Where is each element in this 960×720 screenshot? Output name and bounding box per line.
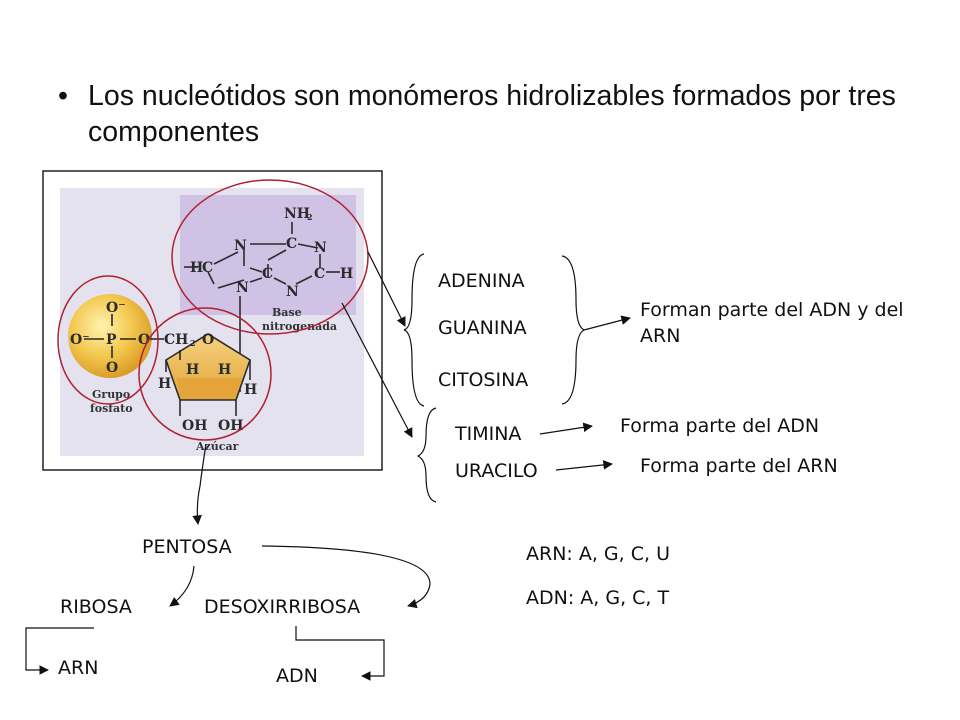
atom-h-c: H xyxy=(218,362,231,378)
atom-o-ring: O xyxy=(202,332,214,348)
note-adn-bases: ADN: A, G, C, T xyxy=(526,587,670,609)
base-circle xyxy=(171,179,369,335)
brace-group2 xyxy=(416,407,437,503)
atom-nh2-sub: 2 xyxy=(307,212,313,222)
arrow-pentosa-to-ribosa xyxy=(169,565,195,607)
atom-o-right: O xyxy=(138,332,150,348)
atom-n4: N xyxy=(286,284,299,300)
phosphate-circle xyxy=(57,275,159,405)
atom-n1: N xyxy=(234,238,247,254)
brace-group1-left xyxy=(403,253,425,407)
sugar-arn: ARN xyxy=(58,657,99,679)
atom-n3: N xyxy=(236,280,249,296)
phosphate-label-line1: Grupo xyxy=(92,388,130,401)
arrow-timina xyxy=(539,422,593,435)
atom-c2: C xyxy=(202,260,213,276)
atom-h1: H xyxy=(190,260,203,276)
atom-oh-1: OH xyxy=(182,418,207,434)
arrow-pentosa-to-desoxirribosa xyxy=(261,545,431,609)
sugar-ribosa: RIBOSA xyxy=(60,596,132,618)
base-highlight xyxy=(180,195,356,315)
atom-ch2: CH xyxy=(164,332,188,348)
base-timina: TIMINA xyxy=(455,423,522,445)
sugar-circle xyxy=(138,307,272,441)
atom-nh2: NH xyxy=(284,206,310,222)
arrow-base-to-group1 xyxy=(367,251,406,327)
phosphate-bonds xyxy=(84,314,164,358)
base-uracilo: URACILO xyxy=(455,460,538,482)
brace-group1-right xyxy=(561,255,586,405)
base-label-line1: Base xyxy=(272,306,302,319)
base-guanina: GUANINA xyxy=(438,317,527,339)
note-shared: Forman parte del ADN y del ARN xyxy=(640,299,904,347)
base-adenina: ADENINA xyxy=(438,270,525,292)
bullet-dot: • xyxy=(58,80,68,112)
connectors xyxy=(25,251,631,681)
phosphate-label-line2: fosfato xyxy=(90,402,133,415)
atom-h2: H xyxy=(340,266,353,282)
sugar-bonds xyxy=(165,360,251,416)
phosphate-atoms: O⁻ O⁻ P O O xyxy=(70,300,150,376)
sugar-adn: ADN xyxy=(276,665,318,687)
note-uracilo: Forma parte del ARN xyxy=(640,455,838,477)
atom-c1: C xyxy=(286,236,297,252)
atom-oh-2: OH xyxy=(218,418,243,434)
atom-ch2-sub: 2 xyxy=(190,338,196,348)
phosphate-sphere xyxy=(68,294,152,378)
atom-o-left: O⁻ xyxy=(70,332,90,348)
note-arn-bases: ARN: A, G, C, U xyxy=(526,543,670,565)
base-atoms: NH 2 C N N H C C C H N N xyxy=(190,206,353,300)
arrow-ribosa-to-arn xyxy=(25,627,94,675)
arrow-uracilo xyxy=(555,460,613,471)
atom-h-a: H xyxy=(158,376,171,392)
atom-p: P xyxy=(106,332,117,348)
arrow-group1-to-note xyxy=(583,315,631,331)
atom-c4: C xyxy=(314,266,325,282)
sugar-desoxirribosa: DESOXIRRIBOSA xyxy=(204,596,361,618)
atom-h-d: H xyxy=(244,382,257,398)
note-timina: Forma parte del ADN xyxy=(620,415,820,437)
base-citosina: CITOSINA xyxy=(438,369,529,391)
slide-title: Los nucleótidos son monómeros hidrolizab… xyxy=(88,80,896,148)
arrow-desoxirribosa-to-adn xyxy=(295,626,385,681)
arrow-base-to-group2 xyxy=(341,302,413,438)
atom-c3: C xyxy=(262,266,273,282)
atom-h-b: H xyxy=(186,362,199,378)
arrow-sugar-to-pentosa xyxy=(192,443,207,525)
atom-n2: N xyxy=(314,240,327,256)
atom-o-top: O⁻ xyxy=(106,300,126,316)
atom-o-bottom: O xyxy=(106,360,118,376)
sugar-pentosa: PENTOSA xyxy=(142,536,232,558)
sugar-label: Azúcar xyxy=(195,440,239,453)
sugar-ring-front xyxy=(176,378,242,396)
sugar-atoms: CH 2 O H H H H OH OH xyxy=(158,332,257,434)
